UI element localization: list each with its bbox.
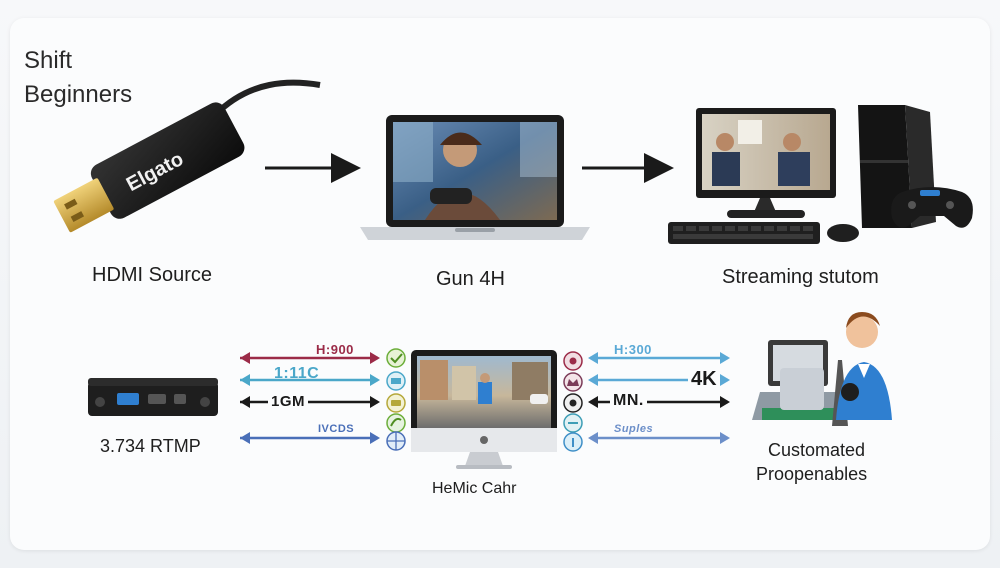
title-line-2: Beginners <box>24 81 133 108</box>
usb-capture-stick-icon <box>53 79 321 233</box>
person-label-line-1: Customated <box>768 440 866 460</box>
left-icon-column <box>386 348 406 451</box>
laptop-label: Gun 4H <box>436 268 505 290</box>
desktop-monitor-icon <box>668 108 859 244</box>
right-arrow-4-label: Suples <box>614 423 654 435</box>
left-arrow-2 <box>240 374 380 386</box>
right-arrow-3-label: MN. <box>610 392 647 410</box>
crown-icon <box>563 372 583 392</box>
right-arrow-1 <box>588 352 730 364</box>
streaming-station-label: Streaming stutom <box>722 266 879 288</box>
game-controller-icon <box>891 187 973 228</box>
title-line-1: Shift <box>24 47 73 74</box>
imac-label: HeMic Cahr <box>432 480 517 497</box>
left-arrow-1-label: H:900 <box>316 342 354 357</box>
rtmp-encoder-box-icon <box>88 378 218 416</box>
left-arrow-4 <box>240 432 380 444</box>
right-arrow-1-label: H:300 <box>614 342 652 357</box>
left-arrow-4-label: IVCDS <box>318 423 355 435</box>
left-arrow-1 <box>240 352 380 364</box>
person-workstation-icon <box>752 312 892 426</box>
leaf-icon <box>386 413 406 433</box>
page-title: Shift Beginners <box>24 44 132 112</box>
check-icon <box>386 348 406 368</box>
left-arrow-group <box>240 352 380 444</box>
laptop-icon <box>360 115 590 240</box>
left-arrow-3 <box>240 396 380 408</box>
imac-icon <box>411 350 557 469</box>
right-icon-column <box>563 351 583 452</box>
left-arrow-2-label: 1:11C <box>274 365 320 382</box>
right-arrow-2-label: 4K <box>688 368 720 391</box>
person-label-line-2: Proopenables <box>756 464 868 484</box>
rtmp-device-label: 3.734 RTMP <box>100 436 201 456</box>
right-arrow-4 <box>588 432 730 444</box>
left-arrow-3-label: 1GM <box>268 393 309 410</box>
hdmi-source-label: HDMI Source <box>92 264 213 286</box>
